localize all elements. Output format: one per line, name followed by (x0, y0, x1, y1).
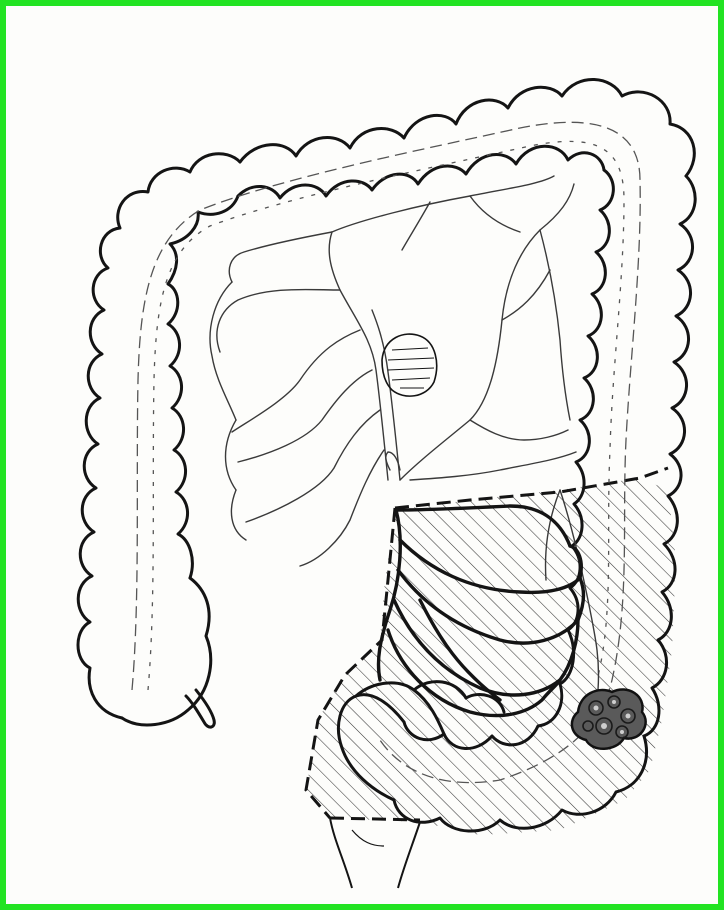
rectum (330, 818, 420, 888)
transverse-colon (240, 79, 694, 176)
duodenum (382, 334, 437, 396)
resection-zone (306, 478, 676, 835)
ascending-colon (78, 154, 240, 718)
